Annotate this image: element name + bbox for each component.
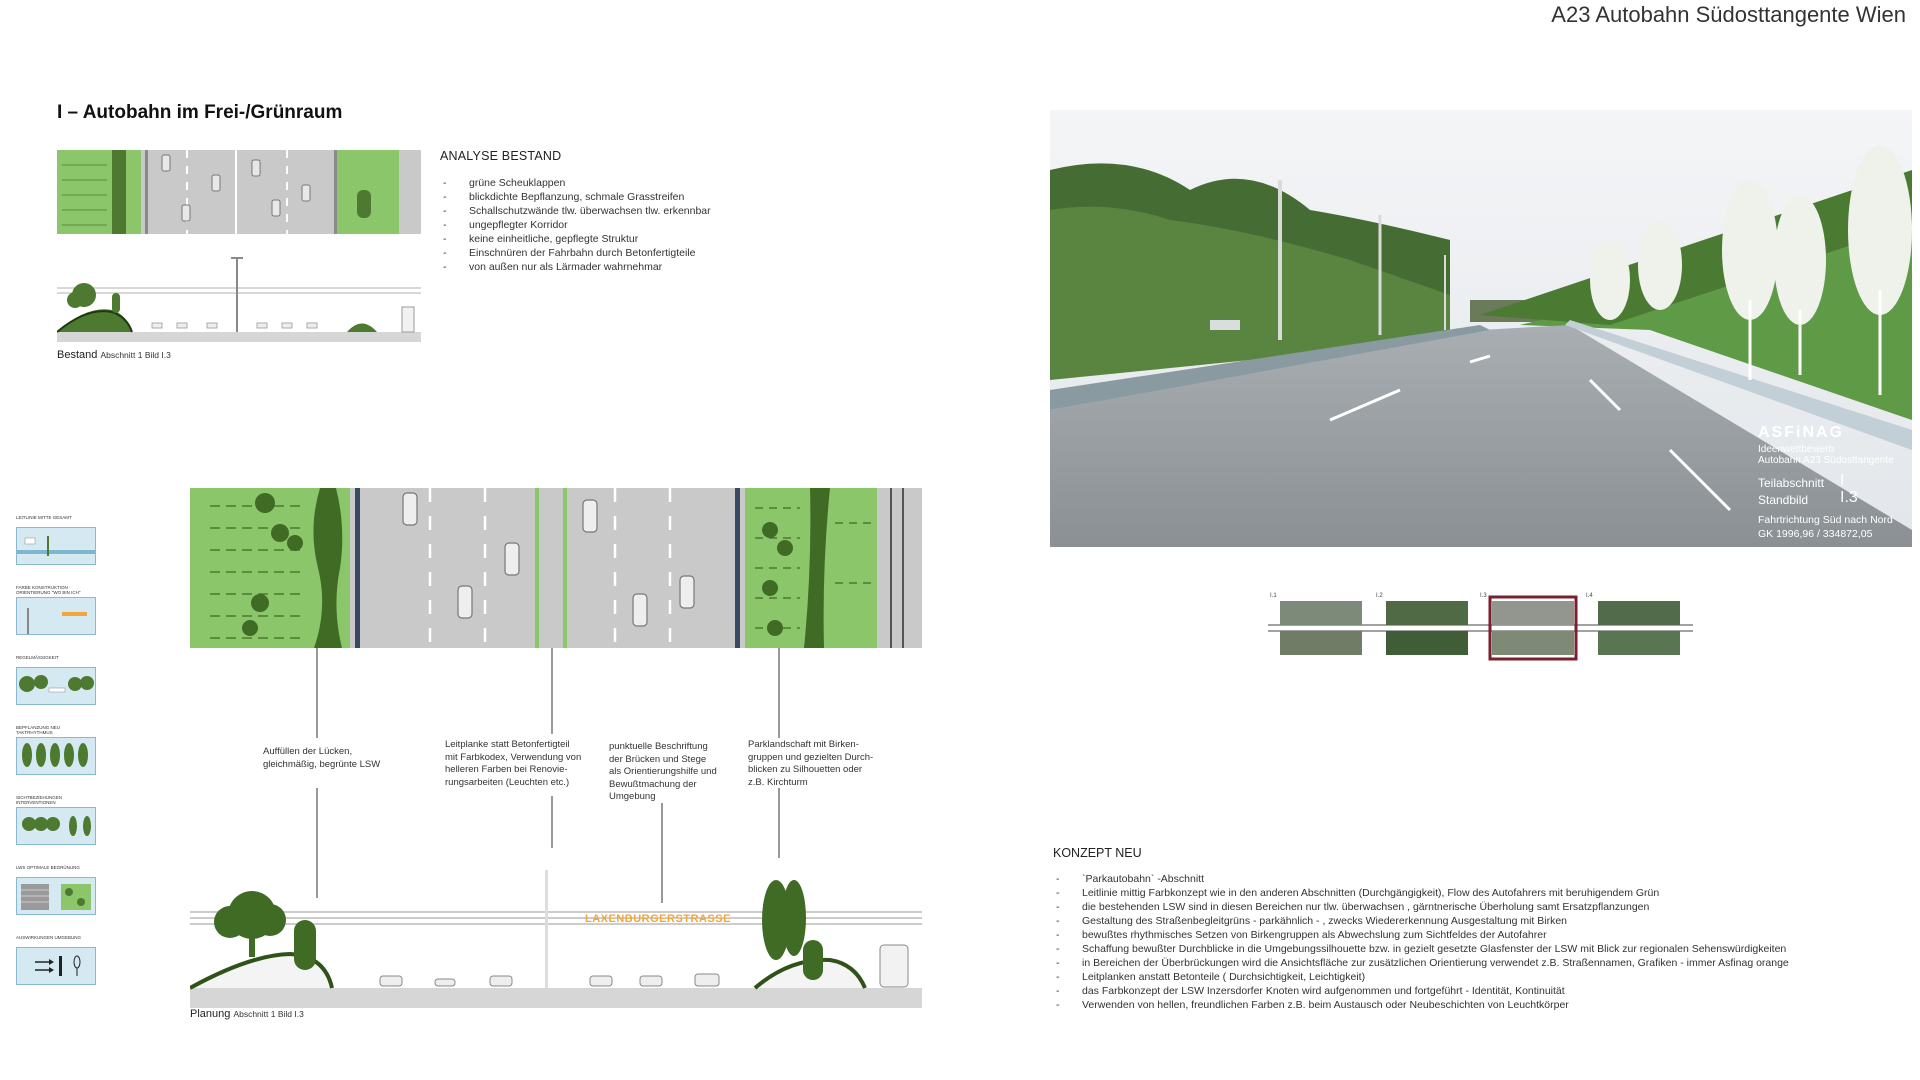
thumb-label: I.4 bbox=[1586, 593, 1593, 599]
legend-auswirkungen: AUSWIRKUNGEN UMGEBUNG bbox=[16, 935, 96, 985]
photo-subtitle-1: Ideenwettbewerb bbox=[1758, 444, 1835, 455]
list-item: bewußtes rhythmisches Setzen von Birkeng… bbox=[1053, 928, 1789, 942]
asfinag-logo: ASFiNAG bbox=[1758, 424, 1844, 441]
stand-label: Standbild bbox=[1758, 493, 1809, 507]
annotation-4: Parklandschaft mit Birken- gruppen und g… bbox=[748, 739, 874, 788]
thumbnail-strip: I.1 I.2 I.3 I.4 bbox=[1268, 593, 1693, 668]
planung-caption: Planung Abschnitt 1 Bild I.3 bbox=[190, 1008, 304, 1020]
list-item: `Parkautobahn` -Abschnitt bbox=[1053, 872, 1789, 886]
konzept-list: `Parkautobahn` -Abschnitt Leitlinie mitt… bbox=[1053, 872, 1789, 1012]
coords-label: GK 1996,96 / 334872,05 bbox=[1758, 528, 1873, 540]
bestand-plan-view bbox=[57, 150, 421, 234]
list-item: Gestaltung des Straßenbegleitgrüns - par… bbox=[1053, 914, 1789, 928]
street-sign: LAXENBURGERSTRASSE bbox=[585, 913, 731, 925]
road-scene-image bbox=[1050, 110, 1912, 547]
bestand-section-view bbox=[57, 257, 421, 342]
header-title: A23 Autobahn Südosttangente Wien bbox=[1551, 2, 1906, 27]
teil-label: Teilabschnitt bbox=[1758, 476, 1825, 490]
list-item: Leitlinie mittig Farbkonzept wie in den … bbox=[1053, 886, 1789, 900]
list-item: das Farbkonzept der LSW Inzersdorfer Kno… bbox=[1053, 984, 1789, 998]
stand-value: I.3 bbox=[1840, 489, 1858, 506]
list-item: Verwenden von hellen, freundlichen Farbe… bbox=[1053, 998, 1789, 1012]
annotation-leaders bbox=[316, 648, 780, 903]
list-item: Leitplanken anstatt Betonteile ( Durchsi… bbox=[1053, 970, 1789, 984]
list-item: grüne Scheuklappen bbox=[440, 176, 711, 190]
photo-subtitle-2: Autobahn A23 Südosttangente bbox=[1758, 455, 1894, 466]
planung-section-view bbox=[190, 870, 922, 1008]
road-photo: ASFiNAG Ideenwettbewerb Autobahn A23 Süd… bbox=[1050, 110, 1912, 547]
list-item: keine einheitliche, gepflegte Struktur bbox=[440, 232, 711, 246]
list-item: ungepflegter Korridor bbox=[440, 218, 711, 232]
konzept-title: KONZEPT NEU bbox=[1053, 846, 1142, 860]
analyse-title: ANALYSE BESTAND bbox=[440, 149, 562, 163]
annotation-2: Leitplanke statt Betonfertigteil mit Far… bbox=[445, 739, 582, 788]
thumb-label: I.1 bbox=[1270, 593, 1277, 599]
thumb-label: I.3 bbox=[1480, 593, 1487, 599]
teil-value: I bbox=[1840, 472, 1845, 489]
planung-plan-view bbox=[190, 488, 922, 648]
list-item: Einschnüren der Fahrbahn durch Betonfert… bbox=[440, 246, 711, 260]
legend-leitlinie: LEITLINIE MITTE GESAMT bbox=[16, 515, 96, 565]
list-item: Schaffung bewußter Durchblicke in die Um… bbox=[1053, 942, 1789, 956]
list-item: blickdichte Bepflanzung, schmale Grasstr… bbox=[440, 190, 711, 204]
annotation-1: Auffüllen der Lücken, gleichmäßig, begrü… bbox=[263, 746, 381, 770]
direction-label: Fahrtrichtung Süd nach Nord bbox=[1758, 514, 1893, 526]
legend-bepflanzung: BEPFLANZUNG NEU TAKTRHYTHMUS bbox=[16, 725, 96, 775]
analyse-list: grüne Scheuklappen blickdichte Bepflanzu… bbox=[440, 176, 711, 274]
thumb-label: I.2 bbox=[1376, 593, 1383, 599]
list-item: die bestehenden LSW sind in diesen Berei… bbox=[1053, 900, 1789, 914]
legend-farbe: FARBE KONSTRUKTION ORIENTIERUNG "WO BIN … bbox=[16, 585, 96, 635]
section-title: I – Autobahn im Frei-/Grünraum bbox=[57, 102, 343, 123]
legend-regelmaessigkeit: REGELMÄSSIGKEIT bbox=[16, 655, 96, 705]
list-item: Schallschutzwände tlw. überwachsen tlw. … bbox=[440, 204, 711, 218]
bestand-caption: Bestand Abschnitt 1 Bild I.3 bbox=[57, 349, 171, 361]
legend-sichtbeziehungen: SICHTBEZIEHUNGEN INTERVENTIONEN bbox=[16, 795, 96, 845]
list-item: von außen nur als Lärmader wahrnehmar bbox=[440, 260, 711, 274]
legend-lws: LWS OPTIMALE BEGRÜNUNG bbox=[16, 865, 96, 915]
list-item: in Bereichen der Überbrückungen wird die… bbox=[1053, 956, 1789, 970]
annotation-3: punktuelle Beschriftung der Brücken und … bbox=[609, 741, 717, 802]
